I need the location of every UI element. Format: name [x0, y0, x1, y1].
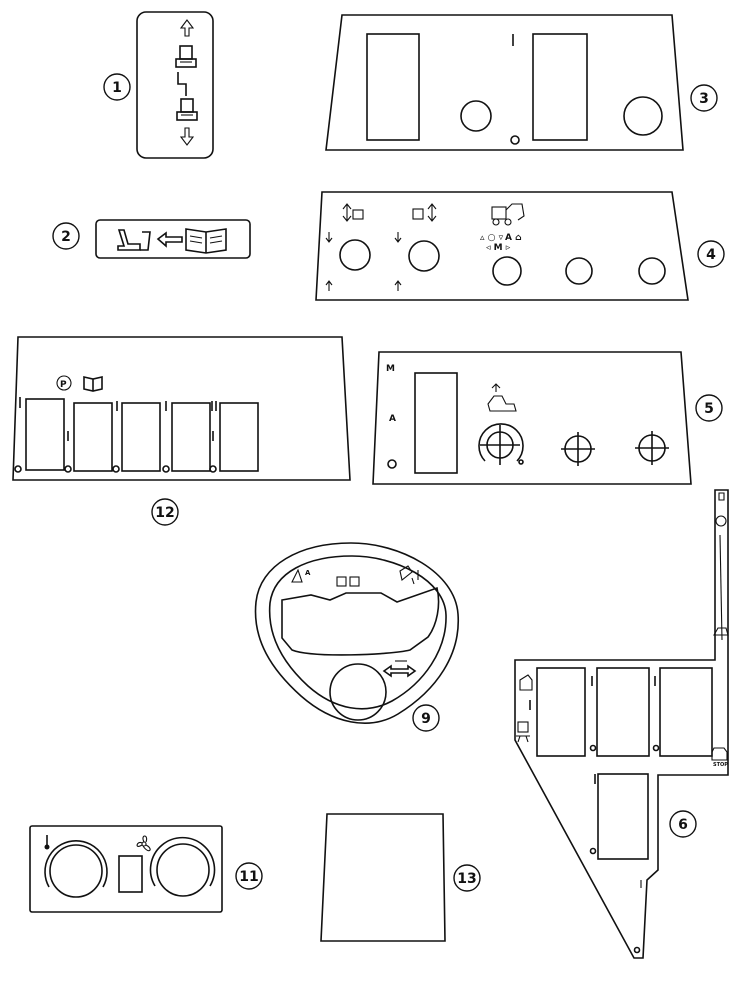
crosshair-icon	[561, 432, 595, 466]
loader-icon	[491, 203, 525, 226]
up-arrow-icon	[179, 19, 195, 37]
seat-icon	[175, 45, 197, 68]
stop-icon: STOP	[711, 747, 728, 768]
manual-book-icon	[185, 228, 227, 254]
callout-3-label: 3	[699, 91, 709, 107]
down-arrow-icon	[394, 232, 402, 243]
callout-5-label: 5	[704, 401, 714, 417]
svg-text:A: A	[305, 569, 311, 577]
mode-symbols: A ⌂	[505, 233, 522, 243]
down-arrow-icon	[179, 127, 195, 146]
callout-2-label: 2	[61, 229, 71, 245]
boom-lift-icon	[336, 576, 360, 587]
crosshair-icon	[478, 423, 524, 465]
callout-6	[669, 810, 697, 838]
double-arrow-icon	[382, 660, 417, 678]
up-arrow-icon	[394, 280, 402, 291]
callout-12	[151, 498, 179, 526]
callout-11	[235, 862, 263, 890]
boom-lift-icon	[519, 674, 533, 691]
callout-4	[697, 240, 725, 268]
mode-a-label: A	[389, 414, 396, 424]
callout-4-label: 4	[706, 247, 716, 263]
callout-5	[695, 394, 723, 422]
callout-1	[103, 73, 131, 101]
decal-2-read-manual: 2	[52, 219, 251, 259]
decal-9-steering-bezel: A 9	[254, 542, 459, 732]
decal-6-side-console: STOP 6	[514, 489, 729, 959]
crosshair-icon	[635, 431, 669, 465]
callout-13-label: 13	[457, 871, 476, 887]
mode-symbols: ▵ ○ ▿	[480, 233, 504, 243]
callout-12-label: 12	[155, 505, 174, 521]
decal-11-climate-control: 11	[29, 825, 263, 913]
warning-icon	[715, 515, 727, 527]
boom-lift-icon	[342, 203, 364, 222]
down-arrow-icon	[325, 232, 333, 243]
callout-1-label: 1	[112, 80, 122, 96]
seat-tilt-icon	[399, 565, 419, 585]
callout-2	[52, 222, 80, 250]
park-brake-icon: P	[56, 375, 72, 391]
callout-13	[453, 864, 481, 892]
loader-icon	[487, 383, 517, 412]
decal-5-mode-panel: M A 5	[372, 351, 723, 485]
fan-icon	[136, 835, 151, 852]
mode-m-label: M	[386, 364, 395, 374]
svg-text:P: P	[60, 380, 67, 390]
stop-label: STOP	[713, 762, 728, 768]
thermometer-icon	[44, 835, 50, 850]
manual-book-icon	[83, 376, 103, 392]
seat-icon	[117, 229, 151, 251]
up-arrow-icon	[325, 280, 333, 291]
boom-lift-icon	[412, 203, 437, 222]
decal-4-control-switches: ▵ ○ ▿ ◃ M ▹ A ⌂ 4	[315, 191, 725, 301]
left-arrow-icon	[156, 231, 183, 248]
mode-symbols: ◃ M ▹	[486, 243, 511, 253]
callout-11-label: 11	[239, 869, 258, 885]
seat-tilt-icon: A	[291, 568, 311, 583]
seat-icon	[516, 721, 530, 743]
callout-6-label: 6	[678, 817, 688, 833]
seat-icon	[176, 98, 198, 121]
decal-12-switch-bank: P 12	[12, 336, 351, 526]
decal-1-seat-height: 1	[103, 11, 214, 159]
decal-13-blank: 13	[320, 813, 481, 942]
decal-3-upper-dash: 3	[325, 14, 718, 151]
callout-9-label: 9	[421, 711, 431, 727]
callout-3	[690, 84, 718, 112]
machine-icon	[713, 627, 729, 636]
callout-9	[412, 704, 440, 732]
